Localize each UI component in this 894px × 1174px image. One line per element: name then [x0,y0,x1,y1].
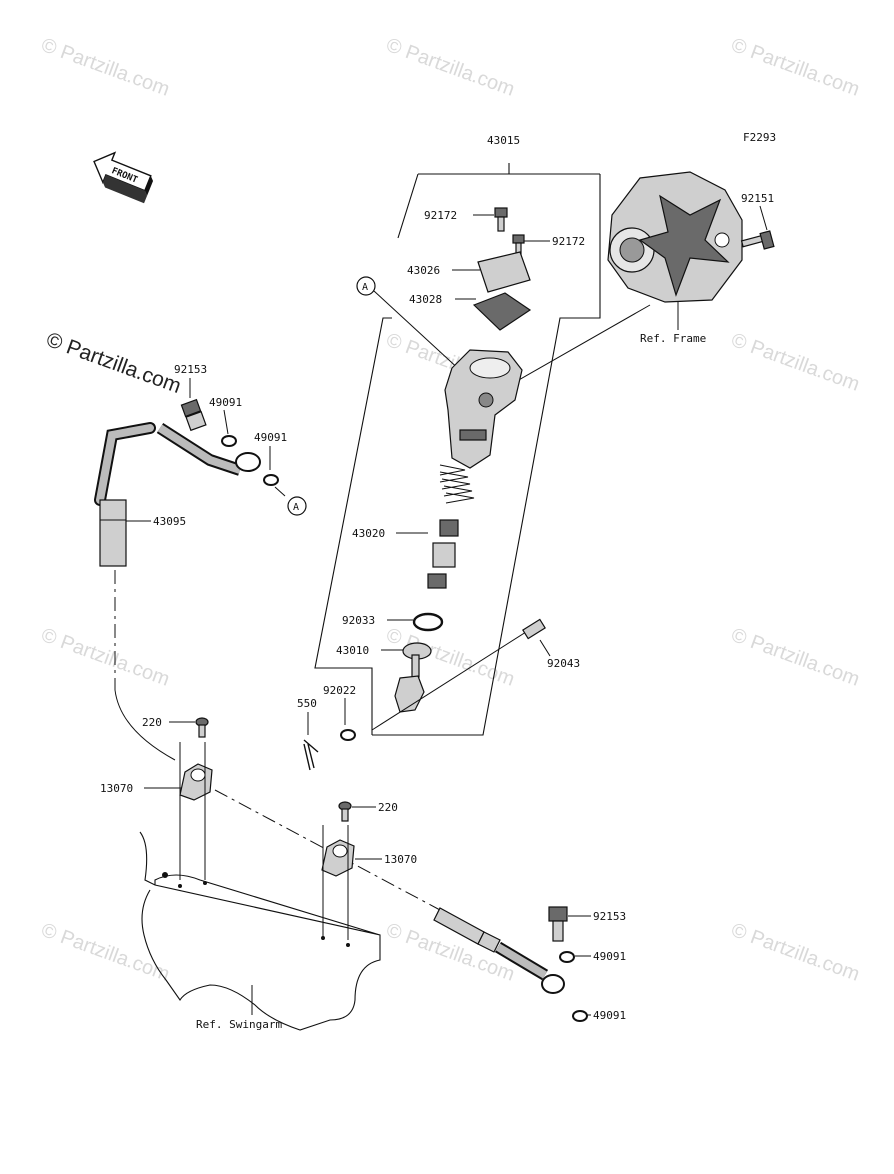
frame-leader [509,304,651,386]
label-92172-a: 92172 [424,209,457,222]
label-13070-b: 13070 [384,853,417,866]
label-49091-c: 49091 [593,950,626,963]
label-49091-b: 49091 [254,431,287,444]
watermark: © Partzilla.com [383,34,517,101]
watermark: © Partzilla.com [38,919,172,986]
bolt-92151 [740,230,775,250]
watermark: © Partzilla.com [728,919,862,986]
swingarm-outline [139,831,381,1031]
watermark: © Partzilla.com [728,329,862,396]
label-43095: 43095 [153,515,186,528]
label-ref-frame: Ref. Frame [640,332,706,345]
washer-92022 [340,729,356,741]
callout-a-top: A [356,276,463,373]
label-92153-a: 92153 [174,363,207,376]
label-550: 550 [297,697,317,710]
watermark-prominent: © Partzilla.com [43,328,184,398]
label-43015: 43015 [487,134,520,147]
callout-a-letter: A [293,502,299,513]
push-rod-43010 [394,642,432,713]
part-labels: 43015 92172 92172 43026 43028 92151 Ref.… [100,134,774,1031]
washer-49091-b [263,474,279,486]
label-13070-a: 13070 [100,782,133,795]
label-43028: 43028 [409,293,442,306]
label-49091-a: 49091 [209,396,242,409]
piston-kit-43020 [427,464,475,589]
circlip-92033 [412,612,444,632]
callout-a-letter: A [362,282,368,293]
brake-hose-43095 [94,422,261,761]
frame-mount-part [607,171,743,303]
label-43026: 43026 [407,264,440,277]
watermark: © Partzilla.com [728,624,862,691]
callout-a-bottom: A [274,486,307,516]
watermark: © Partzilla.com [38,624,172,691]
banjo-bolt-92153-a [180,398,207,432]
reservoir-cap-43026 [477,251,531,293]
label-92043: 92043 [547,657,580,670]
label-92033: 92033 [342,614,375,627]
figure-code: F2293 [743,131,776,144]
watermark-group: © Partzilla.com © Partzilla.com © Partzi… [38,34,862,986]
master-cylinder-body [444,349,523,469]
label-220-b: 220 [378,801,398,814]
pin-92043 [371,618,546,731]
label-ref-swingarm: Ref. Swingarm [196,1018,282,1031]
label-49091-d: 49091 [593,1009,626,1022]
cotter-pin-550 [303,739,319,771]
screw-220-b [338,801,352,822]
label-92151: 92151 [741,192,774,205]
label-92153-b: 92153 [593,910,626,923]
washer-49091-d [572,1010,588,1022]
diaphragm-43028 [472,292,532,331]
label-43010: 43010 [336,644,369,657]
front-arrow-icon: FRONT [93,151,154,204]
label-43020: 43020 [352,527,385,540]
assembly-bracket-43015 [314,163,601,736]
label-92022: 92022 [323,684,356,697]
watermark: © Partzilla.com [38,34,172,101]
label-92172-b: 92172 [552,235,585,248]
bolt-92172-a [494,207,508,232]
watermark: © Partzilla.com [728,34,862,101]
screw-220-a [195,717,209,738]
label-220-a: 220 [142,716,162,729]
banjo-bolt-92153-b [548,906,568,942]
washer-49091-c [559,951,575,963]
clamp-13070-a [179,742,213,880]
washer-49091-a [221,435,237,447]
clamp-13070-b [321,825,355,940]
